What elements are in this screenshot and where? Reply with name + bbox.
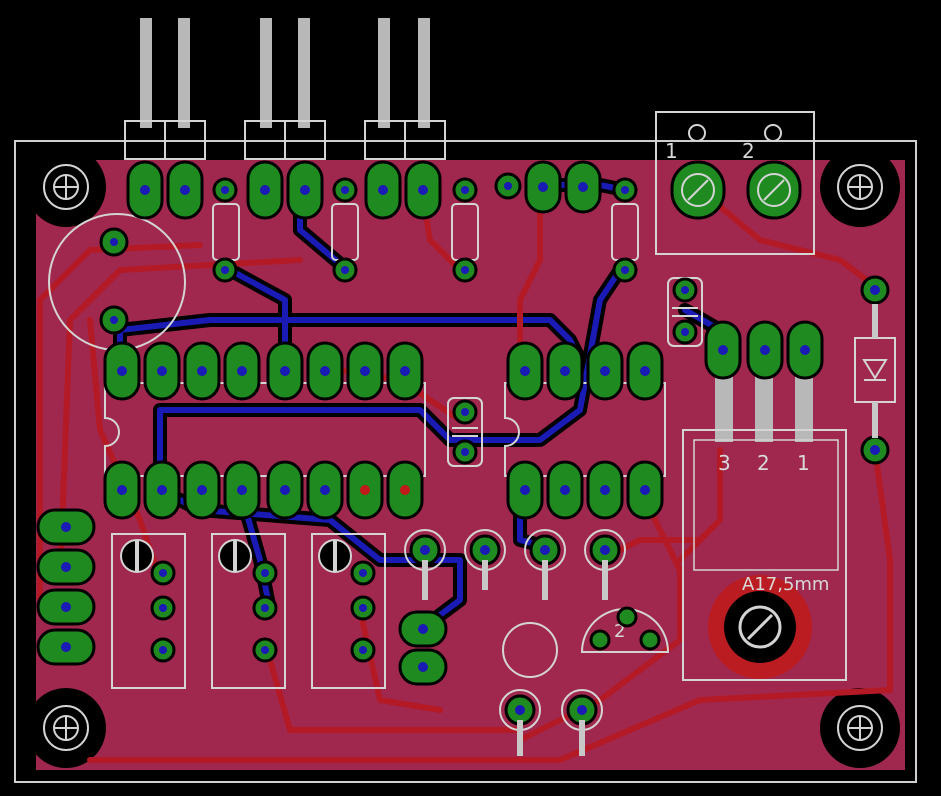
heatsink-screw-hole — [724, 591, 796, 663]
voltage-regulator: 3 2 1 A17,5mm — [682, 370, 847, 681]
trimmer-icon — [120, 539, 352, 573]
round-pads — [61, 172, 890, 731]
mounting-hole-icon — [43, 164, 883, 751]
ic-unused-pads — [360, 485, 410, 495]
terminal-pin-1-label: 1 — [665, 139, 678, 163]
terminal-pin-2-label: 2 — [742, 139, 755, 163]
heatsink-label: A17,5mm — [742, 574, 829, 595]
regulator-pin-2-label: 2 — [757, 451, 770, 475]
led-outline — [502, 622, 558, 678]
screw-slot-icon — [681, 173, 791, 207]
terminal-screw-pads — [670, 160, 802, 220]
regulator-pin-3-label: 3 — [718, 451, 731, 475]
trimmer-potentiometers — [111, 533, 386, 689]
component-leads — [422, 304, 878, 756]
header-pins-top — [124, 18, 446, 160]
ic-outlines — [104, 382, 666, 477]
terminal-block: 1 2 — [655, 111, 815, 255]
regulator-pin-1-label: 1 — [797, 451, 810, 475]
transistor-pin-2-label: 2 — [614, 621, 625, 642]
board-outline — [14, 140, 917, 783]
